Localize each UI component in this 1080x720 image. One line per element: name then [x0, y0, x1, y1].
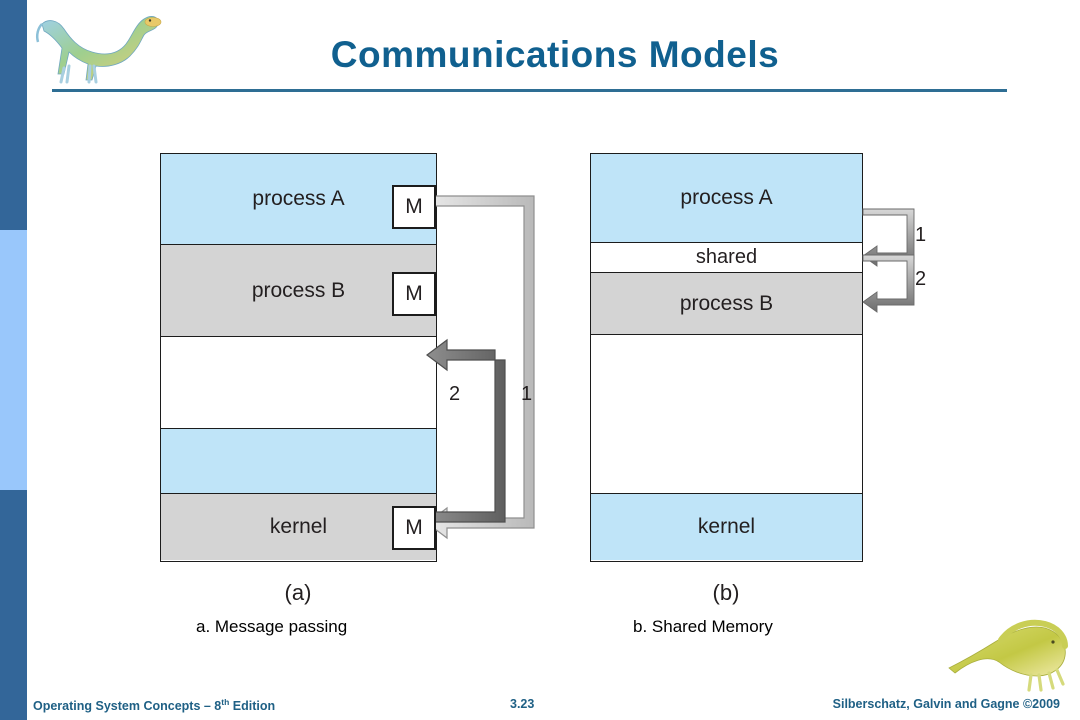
figure-letter-b: (b) [712, 580, 740, 605]
figure-letter-a: (a) [284, 580, 312, 605]
band-label-kernel: kernel [269, 515, 328, 538]
diagram-b-arrows [862, 208, 915, 313]
band-label-b-kernel: kernel [697, 515, 756, 538]
footer-copyright: Silberschatz, Galvin and Gagne ©2009 [832, 697, 1060, 711]
message-box-kernel: M [392, 506, 436, 550]
band-label-b-process-a: process A [680, 186, 773, 209]
arrow-number-1-b: 1 [915, 224, 927, 246]
band-kernel: kernel [161, 493, 436, 560]
caption-shared-memory: b. Shared Memory [633, 617, 773, 636]
dinosaur-top-left-icon [34, 2, 164, 90]
band-process-b: process B [161, 244, 436, 336]
band-label-process-a: process A [252, 187, 345, 210]
arrow-b-2-path [862, 254, 915, 313]
band-b-process-b: process B [591, 272, 862, 334]
sidebar-segment-top [0, 0, 27, 230]
footer-edition: Operating System Concepts – 8th Edition [33, 697, 275, 713]
footer-edition-prefix: Operating System Concepts – 8 [33, 699, 222, 714]
caption-message-passing: a. Message passing [196, 617, 348, 636]
slide-sidebar [0, 0, 27, 720]
band-b-kernel: kernel [591, 493, 862, 560]
sidebar-segment-middle [0, 230, 27, 490]
diagram-a-arrows [426, 195, 535, 540]
footer-edition-suffix: Edition [229, 699, 276, 714]
sidebar-segment-bottom [0, 490, 27, 720]
arrow-number-2-a: 2 [449, 383, 461, 405]
footer-page-number: 3.23 [510, 697, 535, 711]
header-divider [52, 89, 1007, 92]
footer-edition-ordinal: th [221, 697, 230, 707]
band-empty-2 [161, 428, 436, 493]
dinosaur-bottom-right-icon [945, 618, 1075, 696]
arrow-number-2-b: 2 [915, 268, 927, 290]
diagram-message-passing: process A process B kernel [160, 153, 437, 562]
arrow-b-1-path [862, 208, 915, 267]
diagram-shared-memory: process A shared process B kernel [590, 153, 863, 562]
arrow-number-1-a: 1 [521, 383, 533, 405]
band-b-empty [591, 334, 862, 493]
band-label-b-process-b: process B [679, 291, 774, 315]
band-b-process-a: process A [591, 154, 862, 242]
message-box-process-a: M [392, 185, 436, 229]
message-box-process-b: M [392, 272, 436, 316]
page-title: Communications Models [330, 34, 780, 75]
band-process-a: process A [161, 154, 436, 244]
band-b-shared: shared [591, 242, 862, 272]
arrow-2-path [426, 338, 506, 523]
band-label-b-shared: shared [695, 246, 758, 268]
band-label-process-b: process B [251, 278, 346, 302]
arrow-1-path [426, 195, 535, 540]
band-empty-1 [161, 336, 436, 428]
